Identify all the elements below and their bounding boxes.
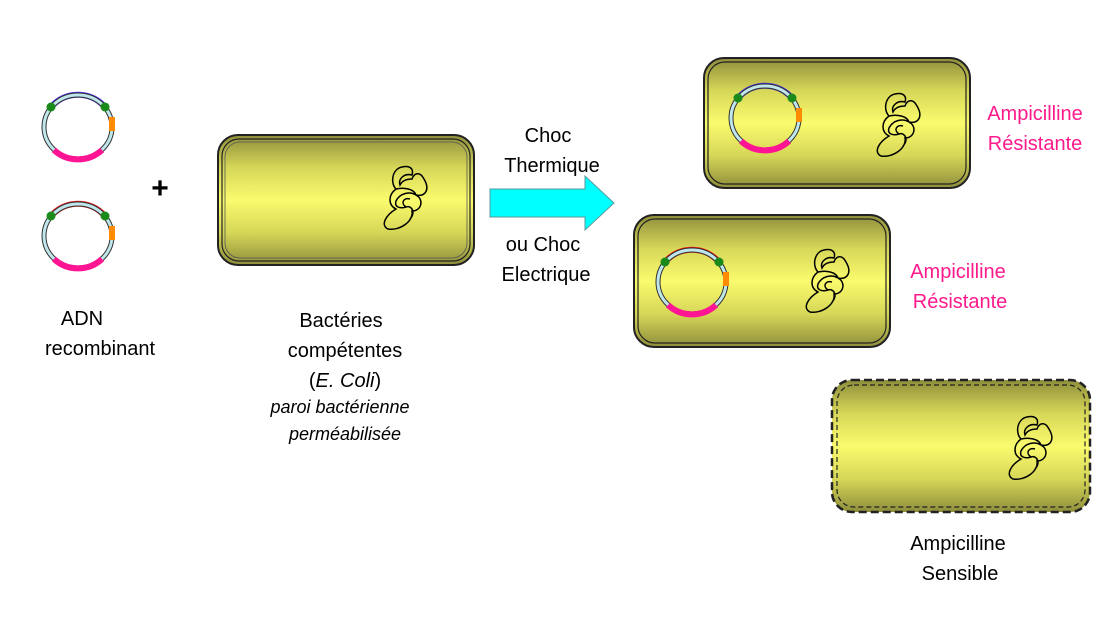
bacteria-line3: (E. Coli)	[309, 370, 381, 392]
resistant-bacterium-red	[633, 214, 891, 348]
arrow-bottom-line2: Electrique	[502, 264, 591, 286]
dna-label-line2: recombinant	[45, 338, 156, 360]
arrow-top-line2: Thermique	[504, 155, 600, 177]
competent-bacterium	[217, 134, 475, 266]
arrow-top-line1: Choc	[525, 125, 572, 147]
resistant-bacterium-blue	[703, 57, 971, 189]
result-3-line2: Sensible	[922, 563, 999, 585]
plasmid-red-insert	[44, 204, 115, 269]
result-1-line1: Ampicilline	[987, 103, 1083, 125]
bacteria-line1: Bactéries	[299, 310, 382, 332]
result-2-line1: Ampicilline	[910, 261, 1006, 283]
result-2-line2: Résistante	[913, 291, 1008, 313]
arrow-bottom-line1: ou Choc	[506, 234, 581, 256]
right-arrow-icon	[489, 174, 615, 232]
dna-label-line1: ADN	[61, 308, 103, 330]
plasmid-blue-insert	[44, 95, 115, 160]
bacteria-line5: perméabilisée	[288, 424, 401, 444]
bacteria-line2: compétentes	[288, 340, 403, 362]
sensitive-bacterium	[830, 378, 1092, 514]
result-3-line1: Ampicilline	[910, 533, 1006, 555]
plus-sign: +	[151, 172, 169, 205]
result-1-line2: Résistante	[988, 133, 1083, 155]
bacteria-line4: paroi bactérienne	[269, 397, 409, 417]
